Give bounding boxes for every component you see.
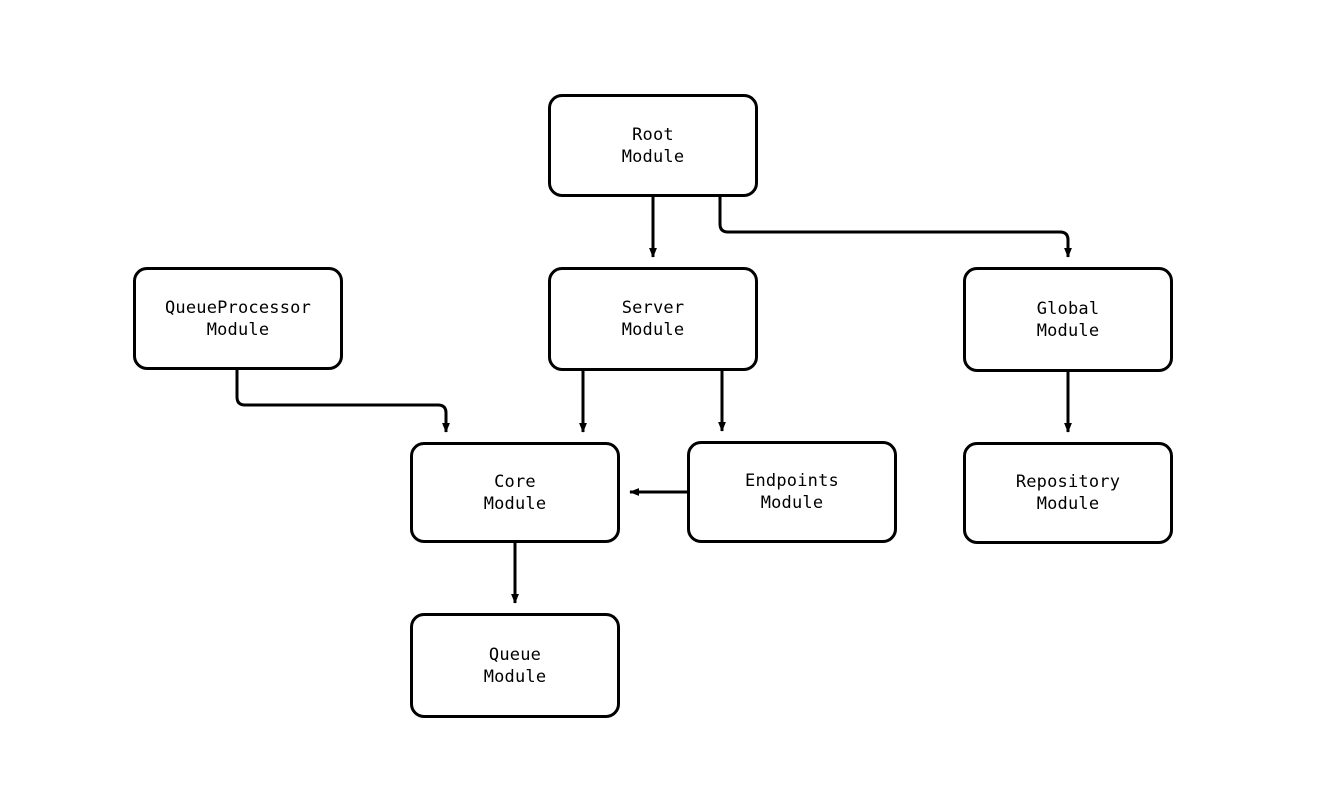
node-server-suffix: Module bbox=[621, 320, 685, 340]
node-repository-name: Repository bbox=[1015, 472, 1121, 492]
node-endpoints-suffix: Module bbox=[760, 493, 824, 513]
node-core-suffix: Module bbox=[483, 493, 547, 514]
node-root-suffix: Module bbox=[621, 146, 685, 167]
edge-root-to-global bbox=[718, 197, 1072, 258]
node-endpoints-name: Endpoints bbox=[745, 471, 839, 491]
edge-queueprocessor-to-core bbox=[235, 370, 450, 433]
node-root-name: Root bbox=[632, 124, 674, 145]
node-queue-suffix: Module bbox=[483, 666, 547, 687]
node-core-name: Core bbox=[494, 471, 536, 492]
node-repository-suffix: Module bbox=[1036, 494, 1100, 514]
node-global-suffix: Module bbox=[1036, 320, 1100, 341]
node-queueprocessor-suffix: Module bbox=[206, 319, 270, 340]
node-global-name: Global bbox=[1036, 298, 1100, 319]
node-server-name: Server bbox=[621, 298, 685, 318]
node-queue-name: Queue bbox=[488, 644, 542, 665]
node-queueprocessor-name: QueueProcessor bbox=[164, 297, 312, 318]
